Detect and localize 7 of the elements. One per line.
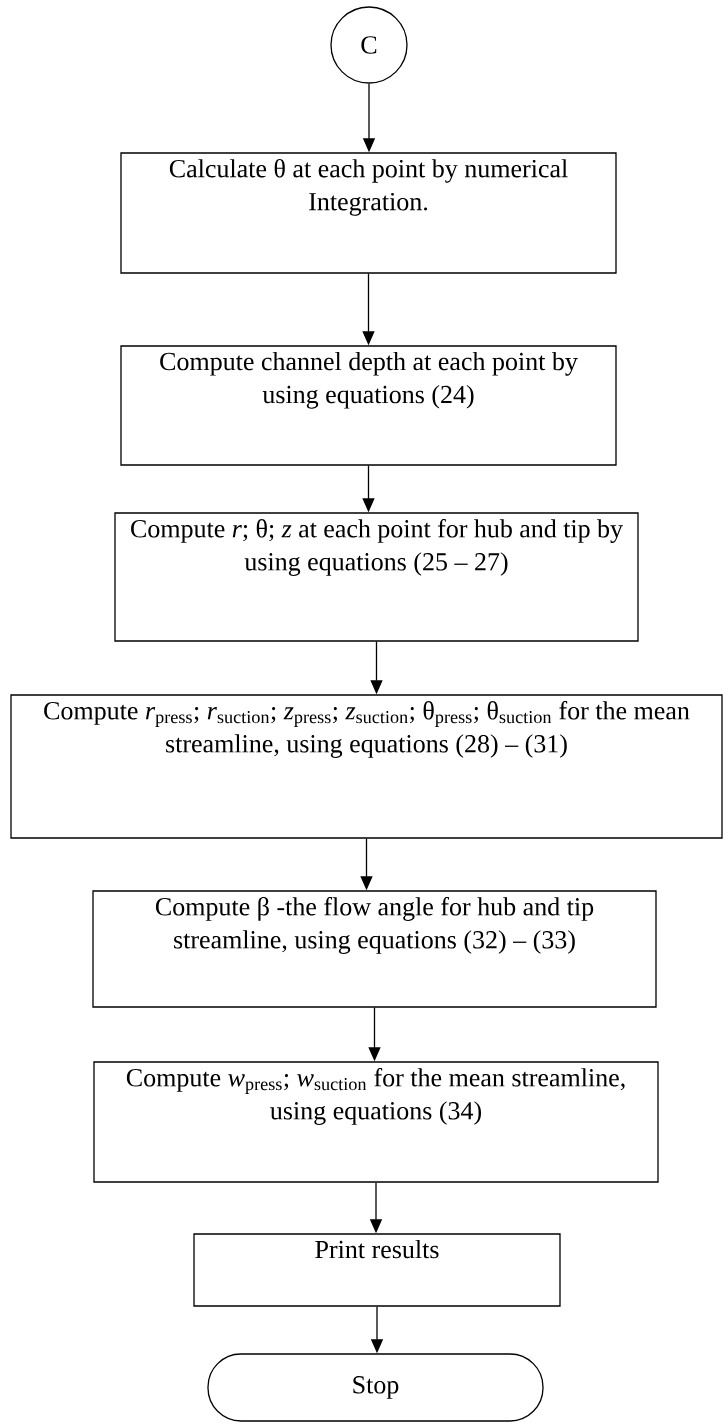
process-box: Calculate θ at each point by numerical Integration. xyxy=(120,152,617,274)
process-box: Compute β -the flow angle for hub and tip streamline, using equations (32) – (33) xyxy=(92,890,657,1008)
process-box: Compute w$_{press}$; w$_{suction}$ for the mean streamline, using equations (34) xyxy=(93,1061,659,1183)
process-box: Compute r$_{press}$; r$_{suction}$; z$_{press}$; z$_{suction}$; θ$_{press}$; θ$_{suction}$ for the mean streamline, using equations (28) – (31) xyxy=(10,694,723,839)
process-box: Compute channel depth at each point by using equations (24) xyxy=(120,345,617,466)
process-box: Compute r; θ; z at each point for hub and tip by using equations (25 – 27) xyxy=(114,512,639,642)
process-box: Print results xyxy=(193,1233,561,1307)
